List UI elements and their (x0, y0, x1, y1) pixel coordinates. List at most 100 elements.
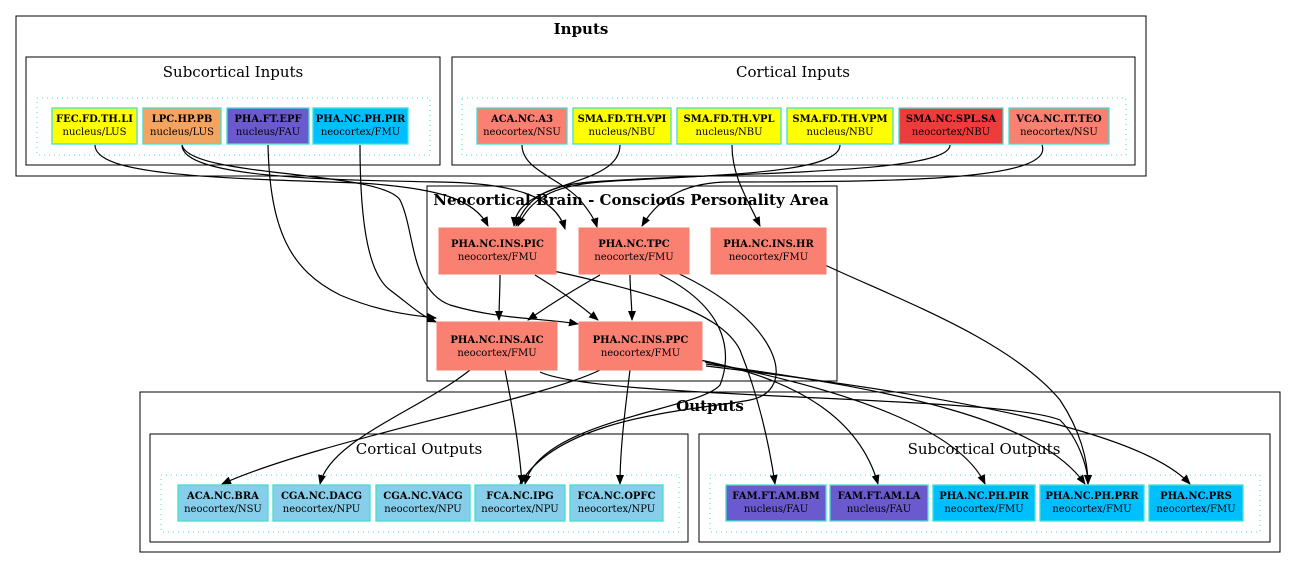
node-tpc[interactable]: PHA.NC.TPC neocortex/FMU (578, 227, 690, 275)
node-smaspl-sub: neocortex/NBU (912, 127, 990, 138)
edge-phaft-aic (267, 144, 437, 321)
node-smavpi[interactable]: SMA.FD.TH.VPI nucleus/NBU (572, 107, 672, 145)
edge-lpc-tpc (181, 144, 567, 230)
node-smavpi-sub: nucleus/NBU (588, 127, 655, 138)
node-ipg[interactable]: FCA.NC.IPG neocortex/NPU (474, 484, 566, 522)
edge-ppc-la (699, 359, 880, 485)
node-lpc-name: LPC.HP.PB (152, 114, 213, 125)
cluster-title-subcortical-outputs: Subcortical Outputs (908, 440, 1061, 458)
edge-tpc-pir (519, 271, 777, 485)
cluster-title-inputs: Inputs (554, 20, 609, 38)
node-phaft-name: PHA.FT.EPF (234, 114, 301, 125)
node-bra-sub: neocortex/NSU (184, 504, 262, 515)
node-hr[interactable]: PHA.NC.INS.HR neocortex/FMU (710, 227, 827, 275)
node-phapir-out-sub: neocortex/FMU (944, 504, 1023, 515)
edge-aic-dacg (318, 369, 471, 485)
node-hr-sub: neocortex/FMU (729, 252, 808, 263)
node-smaspl[interactable]: SMA.NC.SPL.SA neocortex/NBU (898, 107, 1004, 145)
node-la-name: FAM.FT.AM.LA (838, 491, 921, 502)
node-bm-name: FAM.FT.AM.BM (732, 491, 819, 502)
node-smavpl-sub: nucleus/NBU (695, 127, 762, 138)
edge-aca-tpc (521, 144, 599, 228)
node-fec-sub: nucleus/LUS (63, 127, 127, 138)
node-vca-name: VCA.NC.IT.TEO (1015, 114, 1102, 125)
edge-ppc-prr (705, 363, 1086, 485)
node-vacg-name: CGA.NC.VACG (383, 491, 462, 502)
edge-smaspl-pic (515, 144, 951, 227)
node-aic-name: PHA.NC.INS.AIC (450, 335, 543, 346)
edge-fec-pic (94, 144, 489, 227)
node-aca[interactable]: ACA.NC.A3 neocortex/NSU (476, 107, 568, 145)
node-vca[interactable]: VCA.NC.IT.TEO neocortex/NSU (1008, 107, 1110, 145)
edge-lpc-ppc (181, 144, 579, 327)
node-prs-name: PHA.NC.PRS (1160, 491, 1232, 502)
node-ppc[interactable]: PHA.NC.INS.PPC neocortex/FMU (578, 321, 703, 371)
node-fec[interactable]: FEC.FD.TH.LI nucleus/LUS (51, 107, 138, 145)
node-opfc-sub: neocortex/NPU (578, 504, 655, 515)
node-prr-sub: neocortex/FMU (1052, 504, 1131, 515)
node-la-sub: nucleus/FAU (847, 504, 911, 515)
node-pic-sub: neocortex/FMU (458, 252, 537, 263)
node-aca-sub: neocortex/NSU (483, 127, 561, 138)
node-pic[interactable]: PHA.NC.INS.PIC neocortex/FMU (438, 227, 557, 275)
node-opfc[interactable]: FCA.NC.OPFC neocortex/NPU (569, 484, 664, 522)
node-phapir-out-name: PHA.NC.PH.PIR (939, 491, 1029, 502)
node-phapir-in-sub: neocortex/FMU (321, 127, 400, 138)
node-phapir-out[interactable]: PHA.NC.PH.PIR neocortex/FMU (932, 484, 1036, 522)
node-la[interactable]: FAM.FT.AM.LA nucleus/FAU (829, 484, 929, 522)
cluster-cortical-outputs: Cortical Outputs (149, 433, 689, 543)
cluster-cortical-inputs: Cortical Inputs (451, 56, 1136, 166)
node-vacg[interactable]: CGA.NC.VACG neocortex/NPU (375, 484, 471, 522)
edge-hr-prr (824, 264, 1092, 485)
cluster-title-neocortical: Neocortical Brain - Conscious Personalit… (433, 191, 829, 209)
node-aic[interactable]: PHA.NC.INS.AIC neocortex/FMU (436, 321, 558, 371)
node-smavpl[interactable]: SMA.FD.TH.VPL nucleus/NBU (676, 107, 782, 145)
node-prs[interactable]: PHA.NC.PRS neocortex/FMU (1148, 484, 1244, 522)
node-dacg-sub: neocortex/NPU (283, 504, 360, 515)
node-bm[interactable]: FAM.FT.AM.BM nucleus/FAU (725, 484, 827, 522)
edge-smavpm-pic (517, 144, 841, 227)
node-ipg-name: FCA.NC.IPG (486, 491, 553, 502)
node-smavpm[interactable]: SMA.FD.TH.VPM nucleus/NBU (786, 107, 894, 145)
cluster-inputs: Inputs (15, 15, 1147, 177)
node-vca-sub: neocortex/NSU (1020, 127, 1098, 138)
node-phaft[interactable]: PHA.FT.EPF nucleus/FAU (226, 107, 310, 145)
edges (94, 144, 1191, 485)
node-prr-name: PHA.NC.PH.PRR (1045, 491, 1139, 502)
cluster-title-cortical-outputs: Cortical Outputs (356, 440, 482, 458)
node-bra-name: ACA.NC.BRA (186, 491, 259, 502)
node-prr[interactable]: PHA.NC.PH.PRR neocortex/FMU (1039, 484, 1145, 522)
node-lpc[interactable]: LPC.HP.PB nucleus/LUS (142, 107, 222, 145)
node-tpc-name: PHA.NC.TPC (598, 239, 670, 250)
cluster-subcortical-inputs: Subcortical Inputs (25, 56, 441, 166)
node-phapir-in-name: PHA.NC.PH.PIR (316, 114, 406, 125)
node-bra[interactable]: ACA.NC.BRA neocortex/NSU (177, 484, 269, 522)
node-smavpi-name: SMA.FD.TH.VPI (578, 114, 667, 125)
edge-tpc-ipg (523, 271, 727, 485)
node-ppc-name: PHA.NC.INS.PPC (593, 335, 689, 346)
node-dacg[interactable]: CGA.NC.DACG neocortex/NPU (272, 484, 371, 522)
node-lpc-sub: nucleus/LUS (150, 127, 214, 138)
cluster-title-subcortical-inputs: Subcortical Inputs (163, 63, 303, 81)
edge-smavpl-hr (731, 144, 761, 227)
edge-aic-prr (539, 371, 1092, 485)
cluster-title-cortical-inputs: Cortical Inputs (736, 63, 850, 81)
node-phaft-sub: nucleus/FAU (236, 127, 300, 138)
node-hr-name: PHA.NC.INS.HR (723, 239, 814, 250)
node-phapir-in[interactable]: PHA.NC.PH.PIR neocortex/FMU (312, 107, 409, 145)
node-fec-name: FEC.FD.TH.LI (56, 114, 133, 125)
edge-pic-bm (539, 267, 778, 485)
edge-pic-ppc (534, 274, 599, 321)
edge-tpc-ppc (627, 274, 636, 321)
edge-ppc-prs (705, 365, 1191, 485)
node-ipg-sub: neocortex/NPU (481, 504, 558, 515)
edge-ppc-phapir (704, 361, 986, 485)
node-aic-sub: neocortex/FMU (457, 348, 536, 359)
node-smavpm-sub: nucleus/NBU (806, 127, 873, 138)
edge-phapir-aic (359, 144, 437, 323)
edge-pic-aic (495, 274, 504, 321)
node-smavpl-name: SMA.FD.TH.VPL (683, 114, 774, 125)
edge-aic-ipg (504, 369, 526, 485)
edge-vca-tpc (641, 144, 1044, 227)
